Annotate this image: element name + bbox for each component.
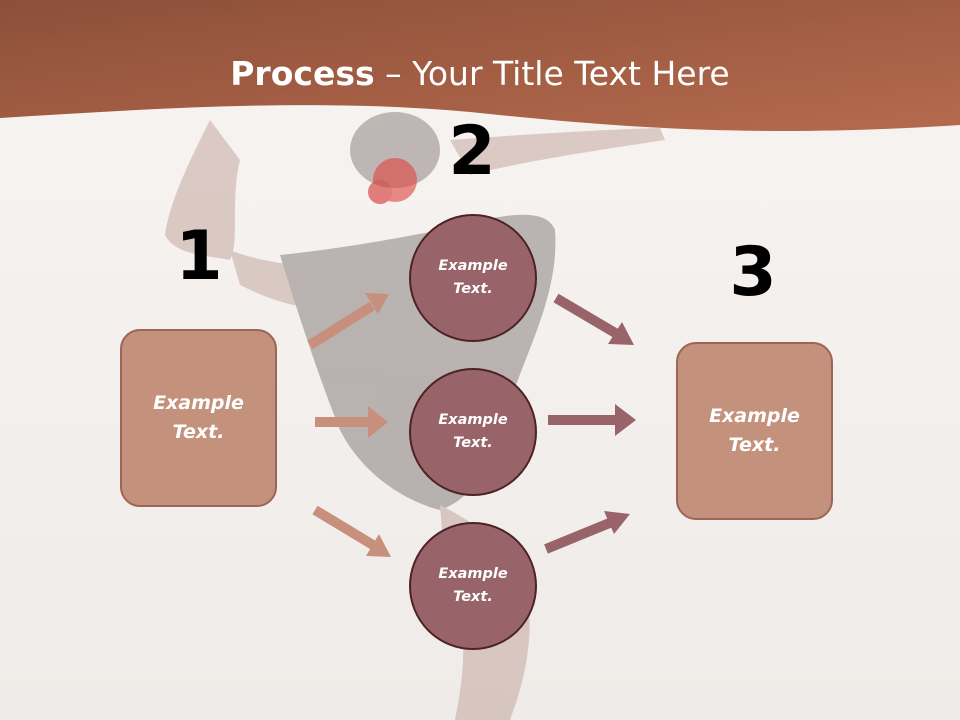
arrow-circle-a-to-3 [553,293,634,345]
title-banner [0,0,960,131]
step-3-box: Example Text. [676,342,833,520]
step-number-3: 3 [729,233,777,312]
circle-top-label: Example Text. [438,258,508,297]
circle-bottom-label: Example Text. [438,566,508,605]
step-number-2: 2 [448,112,496,191]
title-rest: – Your Title Text Here [374,54,730,93]
arrow-1-to-circle-c [312,505,391,557]
circle-middle-label: Example Text. [438,412,508,451]
arrow-1-to-circle-b [315,406,388,438]
slide-title: Process – Your Title Text Here [0,52,960,96]
arrow-circle-b-to-3 [548,404,636,436]
step-2-circle-top: Example Text. [409,214,537,342]
step-3-label: Example Text. [709,405,800,456]
step-1-label: Example Text. [153,392,244,443]
step-1-box: Example Text. [120,329,277,507]
step-2-circle-middle: Example Text. [409,368,537,496]
arrow-1-to-circle-a [307,293,389,350]
arrow-circle-c-to-3 [544,511,630,554]
hair-flower [368,158,417,204]
step-number-1: 1 [175,217,223,296]
step-2-circle-bottom: Example Text. [409,522,537,650]
title-bold: Process [230,54,375,93]
